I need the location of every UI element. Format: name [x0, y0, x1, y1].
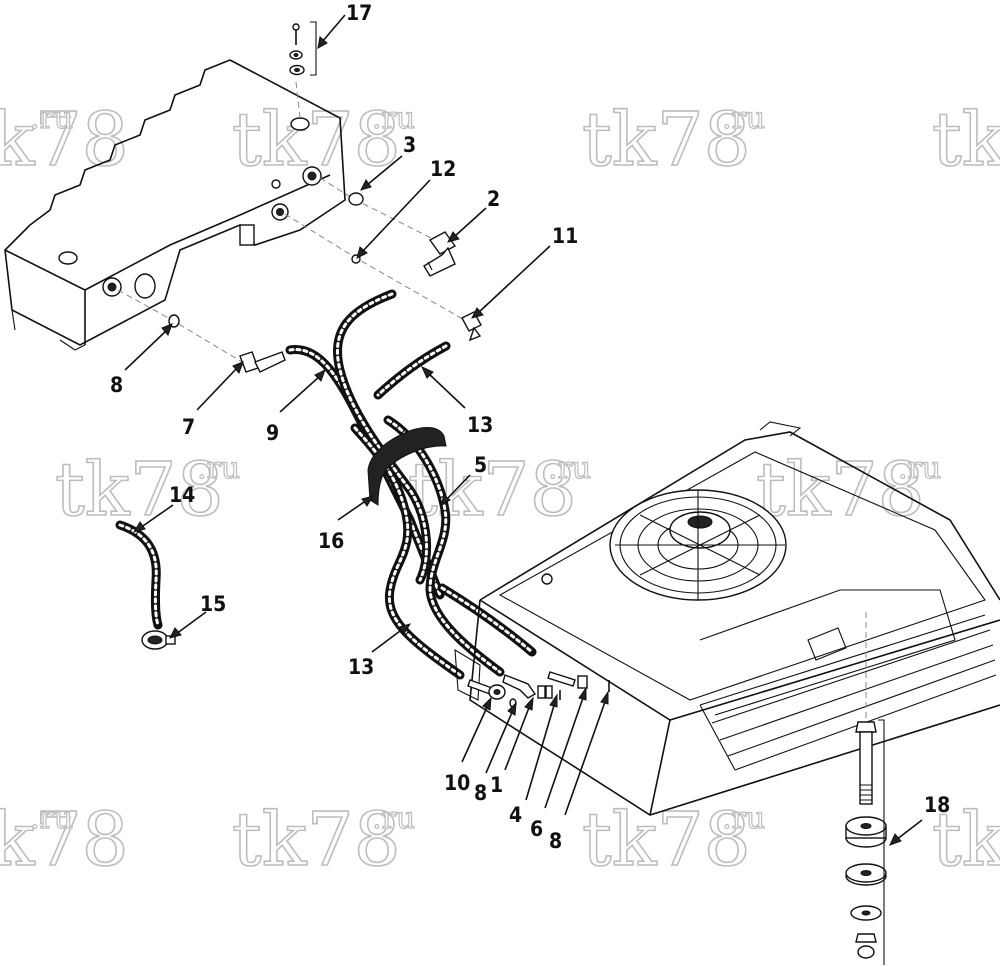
- callout-7: 7: [182, 415, 195, 439]
- callout-18: 18: [924, 793, 950, 817]
- callout-8: 8: [549, 829, 562, 853]
- callout-13: 13: [467, 413, 493, 437]
- callout-4: 4: [509, 803, 522, 827]
- svg-text:.ru: .ru: [30, 101, 73, 136]
- svg-text:tk78: tk78: [932, 97, 1000, 183]
- svg-text:.ru: .ru: [722, 101, 765, 136]
- o-ring: [348, 192, 364, 206]
- svg-text:tk78: tk78: [232, 97, 401, 183]
- callout-8: 8: [110, 373, 123, 397]
- svg-text:.ru: .ru: [372, 801, 415, 836]
- screw-with-washers: [289, 21, 317, 76]
- svg-text:tk78: tk78: [0, 97, 129, 183]
- callout-labels: 17 3 12 2 11 8 7 9 13 5 14 16 15 13 10 8…: [110, 1, 950, 853]
- fan-assembly: [609, 489, 787, 601]
- svg-text:.ru: .ru: [30, 801, 73, 836]
- svg-text:.ru: .ru: [197, 451, 240, 486]
- svg-text:.ru: .ru: [898, 451, 941, 486]
- watermark: tk78.ru: [231, 796, 416, 884]
- hose-clamp: [141, 630, 176, 650]
- svg-text:.ru: .ru: [372, 101, 415, 136]
- condenser-unit: [454, 421, 1000, 816]
- hose-strap: [367, 427, 447, 506]
- leader-dash: [117, 289, 243, 363]
- watermark-layer: tk78.ru tk78.ru tk78.ru tk78 tk78.ru tk7…: [0, 96, 1000, 884]
- svg-text:tk78: tk78: [0, 797, 129, 883]
- watermark: tk78.ru: [581, 796, 766, 884]
- svg-text:tk78: tk78: [582, 797, 751, 883]
- watermark: tk78.ru: [581, 96, 766, 184]
- callout-11: 11: [552, 224, 578, 248]
- svg-text:.ru: .ru: [722, 801, 765, 836]
- callout-arrows: [124, 14, 923, 846]
- watermark: tk78: [931, 796, 1000, 884]
- svg-text:tk78: tk78: [232, 797, 401, 883]
- callout-13: 13: [348, 655, 374, 679]
- leader-dash: [295, 81, 301, 119]
- watermark: tk78.ru: [0, 796, 130, 884]
- callout-16: 16: [318, 529, 344, 553]
- callout-12: 12: [430, 157, 456, 181]
- callout-8: 8: [474, 781, 487, 805]
- fitting-set: [467, 671, 610, 708]
- elbow-fitting: [239, 351, 286, 373]
- callout-10: 10: [444, 771, 470, 795]
- mounting-bolt-stack: [845, 719, 887, 965]
- leader-dash: [319, 177, 436, 241]
- svg-text:tk78: tk78: [582, 97, 751, 183]
- callout-6: 6: [530, 817, 543, 841]
- callout-17: 17: [346, 1, 372, 25]
- elbow-fitting: [423, 231, 457, 277]
- callout-5: 5: [474, 453, 487, 477]
- drain-hose: [115, 520, 163, 630]
- svg-text:tk78: tk78: [55, 447, 224, 533]
- watermark: tk78.ru: [54, 446, 241, 534]
- svg-text:.ru: .ru: [548, 451, 591, 486]
- evaporator-housing: [4, 59, 346, 351]
- callout-1: 1: [490, 773, 503, 797]
- callout-2: 2: [487, 187, 500, 211]
- svg-text:tk78: tk78: [932, 797, 1000, 883]
- watermark: tk78.ru: [0, 96, 130, 184]
- watermark: tk78.ru: [231, 96, 416, 184]
- callout-3: 3: [403, 133, 416, 157]
- callout-14: 14: [169, 483, 195, 507]
- watermark: tk78: [931, 96, 1000, 184]
- callout-15: 15: [200, 592, 226, 616]
- callout-9: 9: [266, 421, 279, 445]
